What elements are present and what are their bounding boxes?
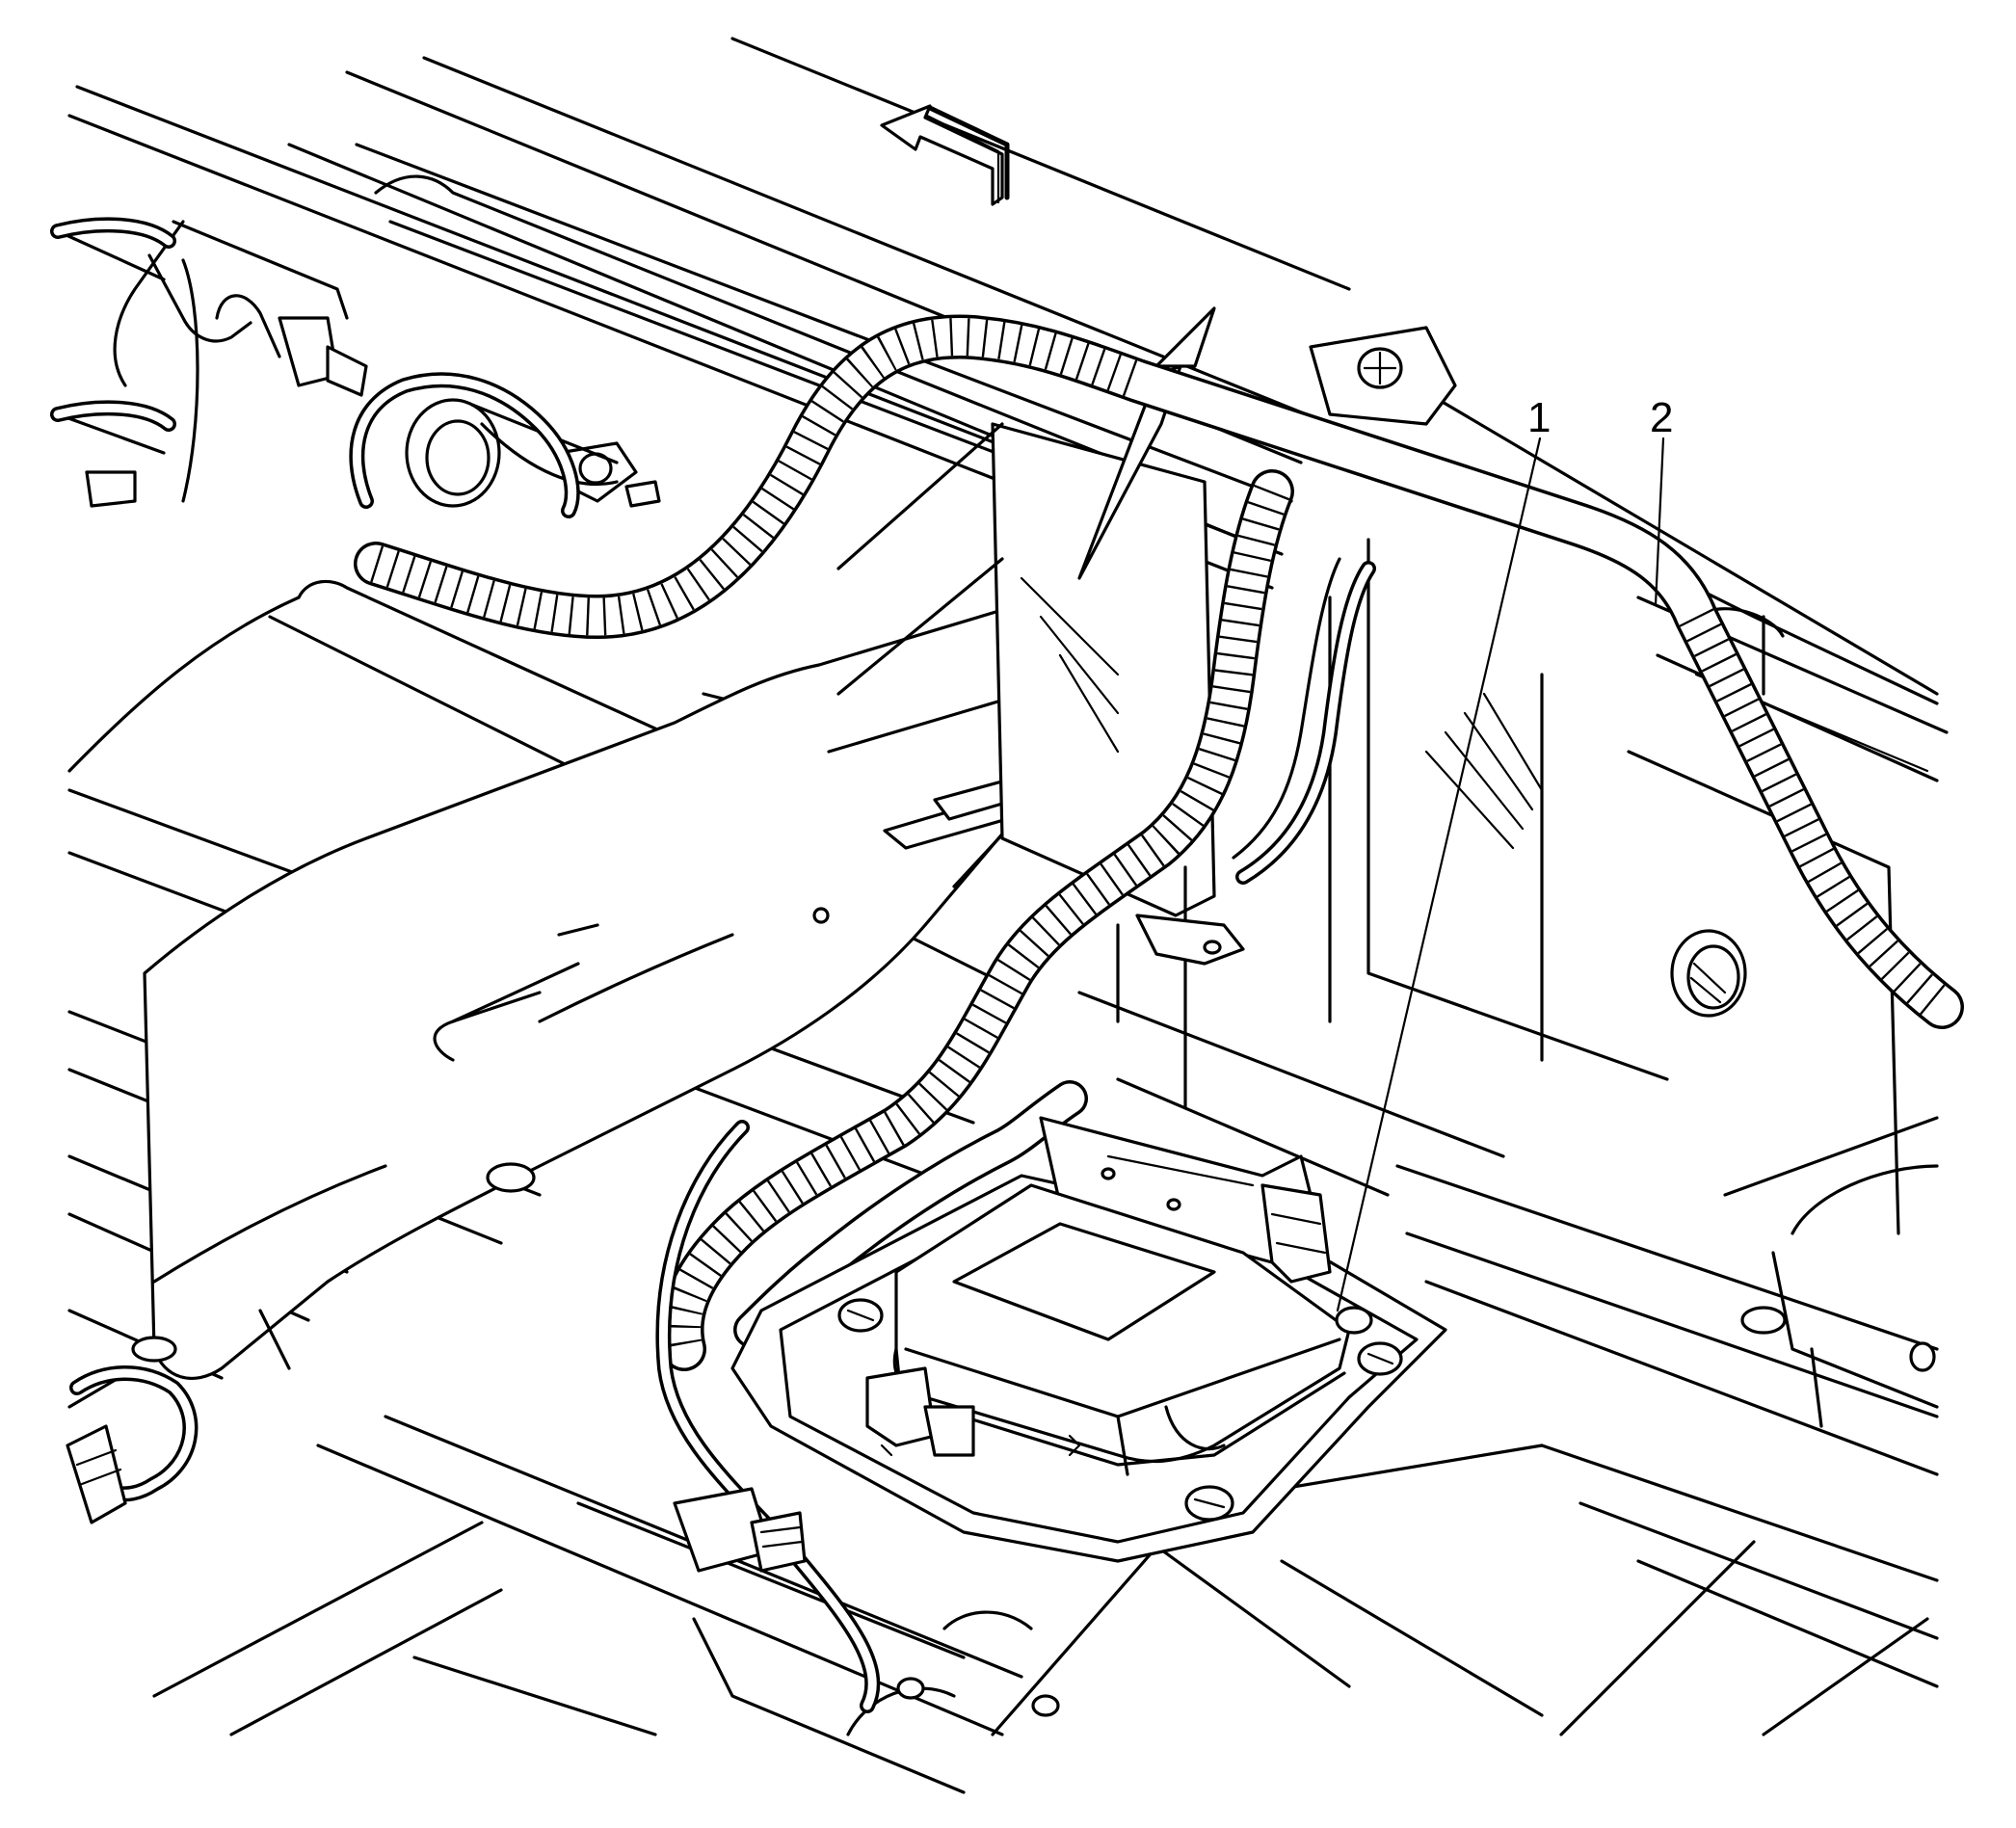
bracket-hole-small (812, 907, 830, 924)
control-module (730, 1116, 1447, 1563)
rear-bulkhead (836, 306, 1900, 1235)
callout-1-leader (1336, 437, 1542, 1312)
module-bolt-front-left (837, 1298, 884, 1333)
module-bolt-front-right (1184, 1485, 1234, 1522)
floor-hole-lower (896, 1677, 925, 1700)
connector-left (85, 470, 137, 508)
module-body (892, 1183, 1351, 1464)
callout-2-leader (1654, 437, 1665, 607)
frame-hole-edge (1909, 1341, 1936, 1372)
module-bolt-rear-right (1357, 1341, 1403, 1376)
main-wire-harness (50, 217, 1964, 1713)
left-edge-connector (66, 1424, 127, 1524)
bracket-hole-lower (486, 1162, 536, 1193)
module-front-connector (865, 1366, 937, 1447)
forward-arrow-icon (880, 104, 1010, 206)
floor-hole-lower-2 (1031, 1694, 1060, 1717)
module-connector (1260, 1183, 1332, 1284)
callout-leaders (1336, 437, 1665, 1312)
frame-hole-right (1740, 1306, 1787, 1335)
module-bolt-rear-left (1335, 1306, 1373, 1335)
callout-2-label: 2 (1650, 394, 1674, 441)
module-label-area (952, 1222, 1216, 1341)
stud (624, 480, 661, 508)
lower-connector (66, 1424, 807, 1573)
harness-tab (1135, 914, 1245, 966)
callout-1-label: 1 (1527, 394, 1552, 441)
frame-hole-left (131, 1336, 177, 1363)
